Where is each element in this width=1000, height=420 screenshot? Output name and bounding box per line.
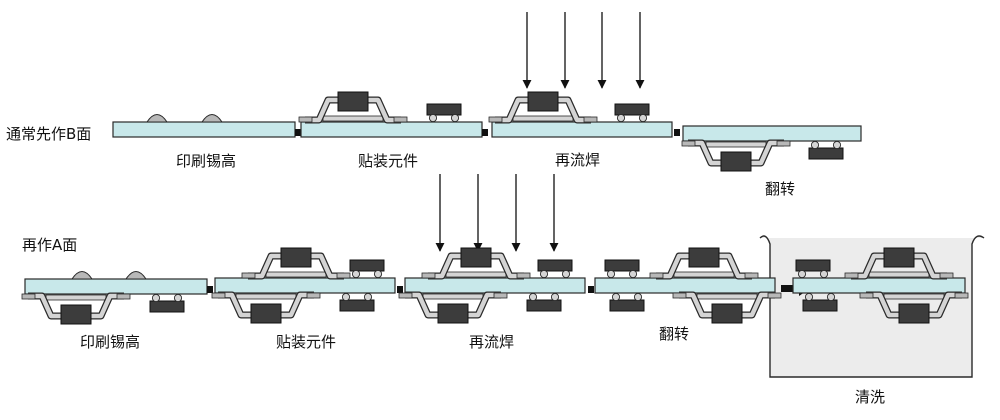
chip-a-place xyxy=(349,259,385,279)
board-b-print xyxy=(112,121,296,138)
chip-a-place-under xyxy=(339,292,375,312)
ic-b-reflow xyxy=(488,91,598,124)
step-label-print-top: 印刷锡高 xyxy=(176,152,237,170)
chip-a-reflow xyxy=(537,259,573,279)
step-label-place-top: 贴装元件 xyxy=(358,152,419,170)
ic-a-clean xyxy=(844,247,954,280)
board-a-place xyxy=(214,277,396,294)
board-a-flip xyxy=(594,277,776,294)
solder-paste-a-1 xyxy=(71,271,93,280)
board-b-flip xyxy=(682,125,862,142)
chip-a-clean-top xyxy=(795,259,831,279)
step-label-flip-top: 翻转 xyxy=(765,180,796,198)
board-a-clean xyxy=(792,277,966,294)
chip-a-reflow-under xyxy=(526,292,562,312)
row-label-b-side: 通常先作B面 xyxy=(6,125,92,143)
chip-a-clean-under xyxy=(802,292,838,312)
chip-b-flip xyxy=(808,140,844,160)
ic-a-place xyxy=(241,247,351,280)
ic-a-reflow xyxy=(421,247,531,280)
step-label-clean: 清洗 xyxy=(855,388,886,406)
connector-a-3 xyxy=(588,286,594,293)
ic-a-place-under xyxy=(211,291,321,324)
board-a-reflow xyxy=(404,277,586,294)
solder-paste-a-2 xyxy=(125,271,147,280)
step-label-place-bottom: 贴装元件 xyxy=(276,333,337,351)
ic-a-reflow-under xyxy=(398,291,508,324)
board-b-place xyxy=(300,121,483,138)
connector-b-1 xyxy=(295,129,301,136)
step-label-flip-bottom: 翻转 xyxy=(659,325,690,343)
chip-a-flip-top xyxy=(604,259,640,279)
row-label-a-side: 再作A面 xyxy=(22,236,78,254)
solder-paste-b-2 xyxy=(201,114,223,123)
step-label-reflow-top: 再流焊 xyxy=(555,151,601,169)
chip-b-reflow xyxy=(614,103,650,123)
ic-a-print-under xyxy=(21,292,131,325)
connector-a-1 xyxy=(207,286,213,293)
ic-a-flip xyxy=(649,247,759,280)
ic-b-flip xyxy=(681,139,791,172)
chip-a-flip-under xyxy=(609,292,645,312)
chip-b-place xyxy=(426,103,462,123)
ic-a-clean-under xyxy=(859,291,969,324)
chip-a-print-under xyxy=(149,293,185,313)
step-label-print-bottom: 印刷锡高 xyxy=(80,333,141,351)
reflow-heat-arrows-bottom xyxy=(435,174,559,252)
step-label-reflow-bottom: 再流焊 xyxy=(469,333,515,351)
board-b-reflow xyxy=(491,121,673,138)
connector-b-2 xyxy=(482,129,488,136)
ic-a-flip-under xyxy=(672,291,782,324)
board-a-print xyxy=(24,278,208,295)
solder-paste-b-1 xyxy=(146,114,168,123)
reflow-heat-arrows-top xyxy=(522,12,645,89)
connector-a-2 xyxy=(397,286,403,293)
connector-b-3 xyxy=(674,129,680,136)
ic-b-place xyxy=(298,91,408,124)
